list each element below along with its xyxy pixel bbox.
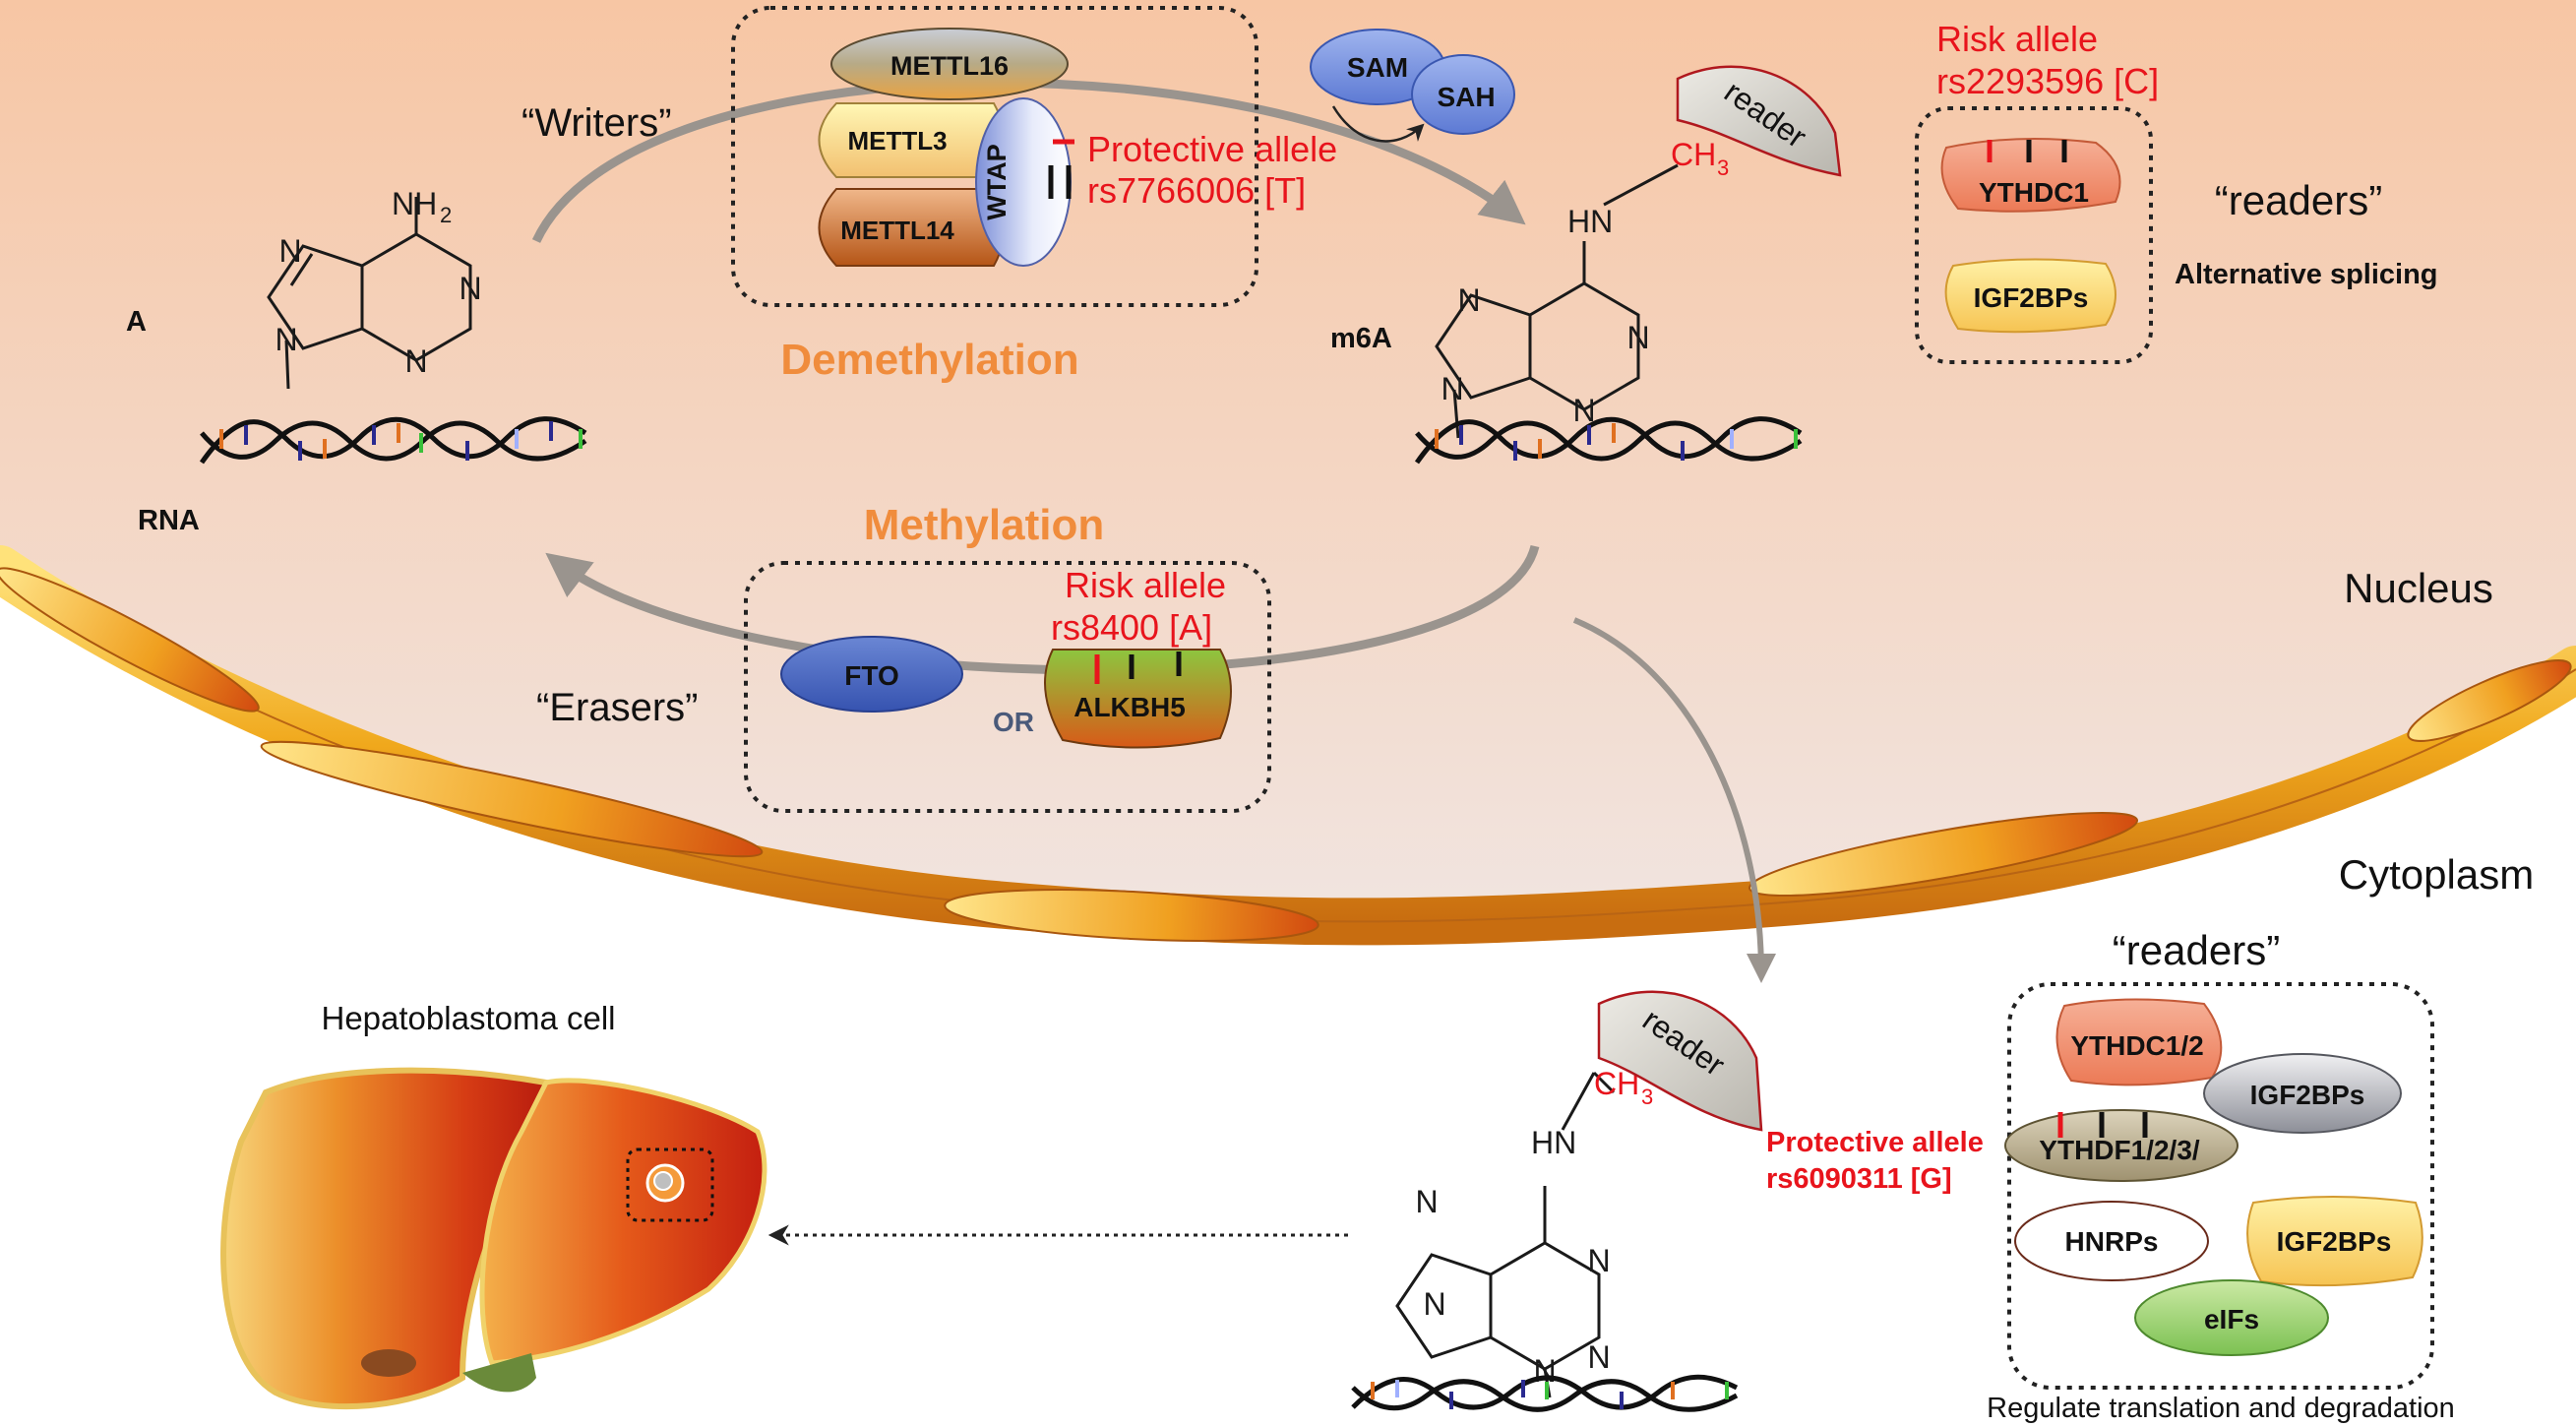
- sam-sah-arrow: [1331, 105, 1425, 143]
- atom-label: N: [1572, 393, 1595, 428]
- ythdf-label: YTHDF1/2/3/: [2039, 1135, 2200, 1165]
- sah-molecule: [1411, 54, 1515, 135]
- cytoplasm-readers-title: “readers”: [2113, 927, 2280, 973]
- cytoplasm-readers-box: [2007, 982, 2434, 1390]
- alternative-splicing-label: Alternative splicing: [2175, 259, 2438, 290]
- m6a-structure: [1435, 163, 1679, 439]
- mettl16-protein: [830, 28, 1069, 100]
- erasers-box: [744, 561, 1271, 813]
- atom-label: N: [404, 343, 427, 379]
- hepatoblastoma-label: Hepatoblastoma cell: [322, 1000, 616, 1036]
- nucleus-label: Nucleus: [2344, 565, 2493, 611]
- igf2bps-bottom-protein: [2246, 1196, 2423, 1287]
- mettl3-label: METTL3: [847, 126, 947, 155]
- atom-label: N: [275, 322, 297, 357]
- hnrps-label: HNRPs: [2065, 1226, 2159, 1257]
- atom-label: HN: [1567, 204, 1613, 239]
- erasers-risk-line2: rs8400 [A]: [1051, 607, 1212, 648]
- igf2bps-protein: [1944, 258, 2116, 334]
- rna-strand: [1351, 1374, 1739, 1412]
- liver-illustration: [220, 1067, 767, 1410]
- rna-strand: [199, 416, 587, 465]
- wtap-label: WTAP: [982, 144, 1012, 219]
- igf2bps-label: IGF2BPs: [1974, 282, 2089, 313]
- adenine-structure: [267, 197, 472, 390]
- rna-strand: [1414, 416, 1803, 465]
- writers-variant-line1: Protective allele: [1087, 129, 1337, 169]
- fto-protein: [780, 636, 963, 713]
- atom-label: N: [1587, 1339, 1610, 1375]
- cytoplasm-m6a-structure: [1395, 1071, 1616, 1398]
- writers-label: “Writers”: [521, 101, 672, 145]
- sam-label: SAM: [1347, 52, 1408, 83]
- or-label: OR: [993, 707, 1034, 737]
- atom-label: N: [1441, 371, 1463, 406]
- atom-label: N: [1587, 1243, 1610, 1278]
- atom-label: N: [1423, 1286, 1445, 1322]
- nucleus-risk-line1: Risk allele: [1936, 19, 2098, 59]
- ythdc12-label: YTHDC1/2: [2070, 1030, 2203, 1061]
- writers-box: [731, 6, 1258, 307]
- methyl-label-sub: 3: [1641, 1085, 1653, 1109]
- ythdf-protein: [2004, 1109, 2239, 1182]
- cytoplasm-protective-line2: rs6090311 [G]: [1766, 1163, 1952, 1195]
- ythdc1-protein: [1940, 138, 2121, 213]
- mettl16-label: METTL16: [890, 51, 1009, 81]
- export-arrow: [1572, 617, 1776, 983]
- cytoplasm-protective-line1: Protective allele: [1766, 1127, 1984, 1158]
- nuclear-membrane: [0, 545, 2576, 946]
- regulate-translation-label: Regulate translation and degradation: [1987, 1393, 2455, 1424]
- atom-label: 2: [440, 203, 452, 227]
- atom-label: N: [459, 271, 481, 306]
- atom-label: N: [1457, 282, 1480, 318]
- fto-label: FTO: [844, 660, 898, 691]
- nucleus-readers-title: “readers”: [2215, 177, 2382, 223]
- igf2bps-top-label: IGF2BPs: [2250, 1080, 2365, 1110]
- nucleus-readers-box: [1915, 106, 2153, 364]
- eifs-protein: [2134, 1279, 2329, 1356]
- demethylation-label: Demethylation: [780, 336, 1078, 384]
- erasers-risk-line1: Risk allele: [1065, 565, 1226, 605]
- erasers-label: “Erasers”: [536, 686, 698, 729]
- atom-label: N: [1415, 1184, 1438, 1219]
- nucleus-region: [0, 0, 2576, 904]
- atom-label: NH: [392, 186, 437, 221]
- a-label: A: [126, 306, 147, 338]
- rna-label: RNA: [138, 505, 200, 536]
- hnrps-protein: [2014, 1201, 2209, 1281]
- atom-label: N: [1626, 320, 1649, 355]
- alkbh5-protein: [1044, 649, 1232, 749]
- methyl-label: CH: [1671, 137, 1716, 172]
- m6a-label: m6A: [1330, 323, 1392, 354]
- tumor-cell-icon: [645, 1163, 685, 1203]
- atom-label: HN: [1531, 1125, 1576, 1160]
- reader-protein: [1676, 65, 1842, 177]
- igf2bps-top-protein: [2203, 1053, 2402, 1134]
- atom-label: N: [278, 233, 301, 269]
- sah-label: SAH: [1437, 82, 1495, 112]
- igf2bps-bottom-label: IGF2BPs: [2277, 1226, 2392, 1257]
- eifs-label: eIFs: [2204, 1304, 2259, 1334]
- methyl-label-sub: 3: [1717, 155, 1729, 180]
- nucleus-risk-line2: rs2293596 [C]: [1936, 61, 2159, 101]
- tumor-highlight-box: [626, 1148, 714, 1222]
- methylation-label: Methylation: [864, 501, 1104, 549]
- ythdc1-label: YTHDC1: [1979, 177, 2089, 208]
- writers-variant-line2: rs7766006 [T]: [1087, 170, 1306, 211]
- cytoplasm-label: Cytoplasm: [2339, 851, 2534, 898]
- alkbh5-label: ALKBH5: [1073, 692, 1186, 722]
- mettl14-label: METTL14: [840, 216, 954, 245]
- cytoplasm-reader-protein: [1597, 990, 1763, 1132]
